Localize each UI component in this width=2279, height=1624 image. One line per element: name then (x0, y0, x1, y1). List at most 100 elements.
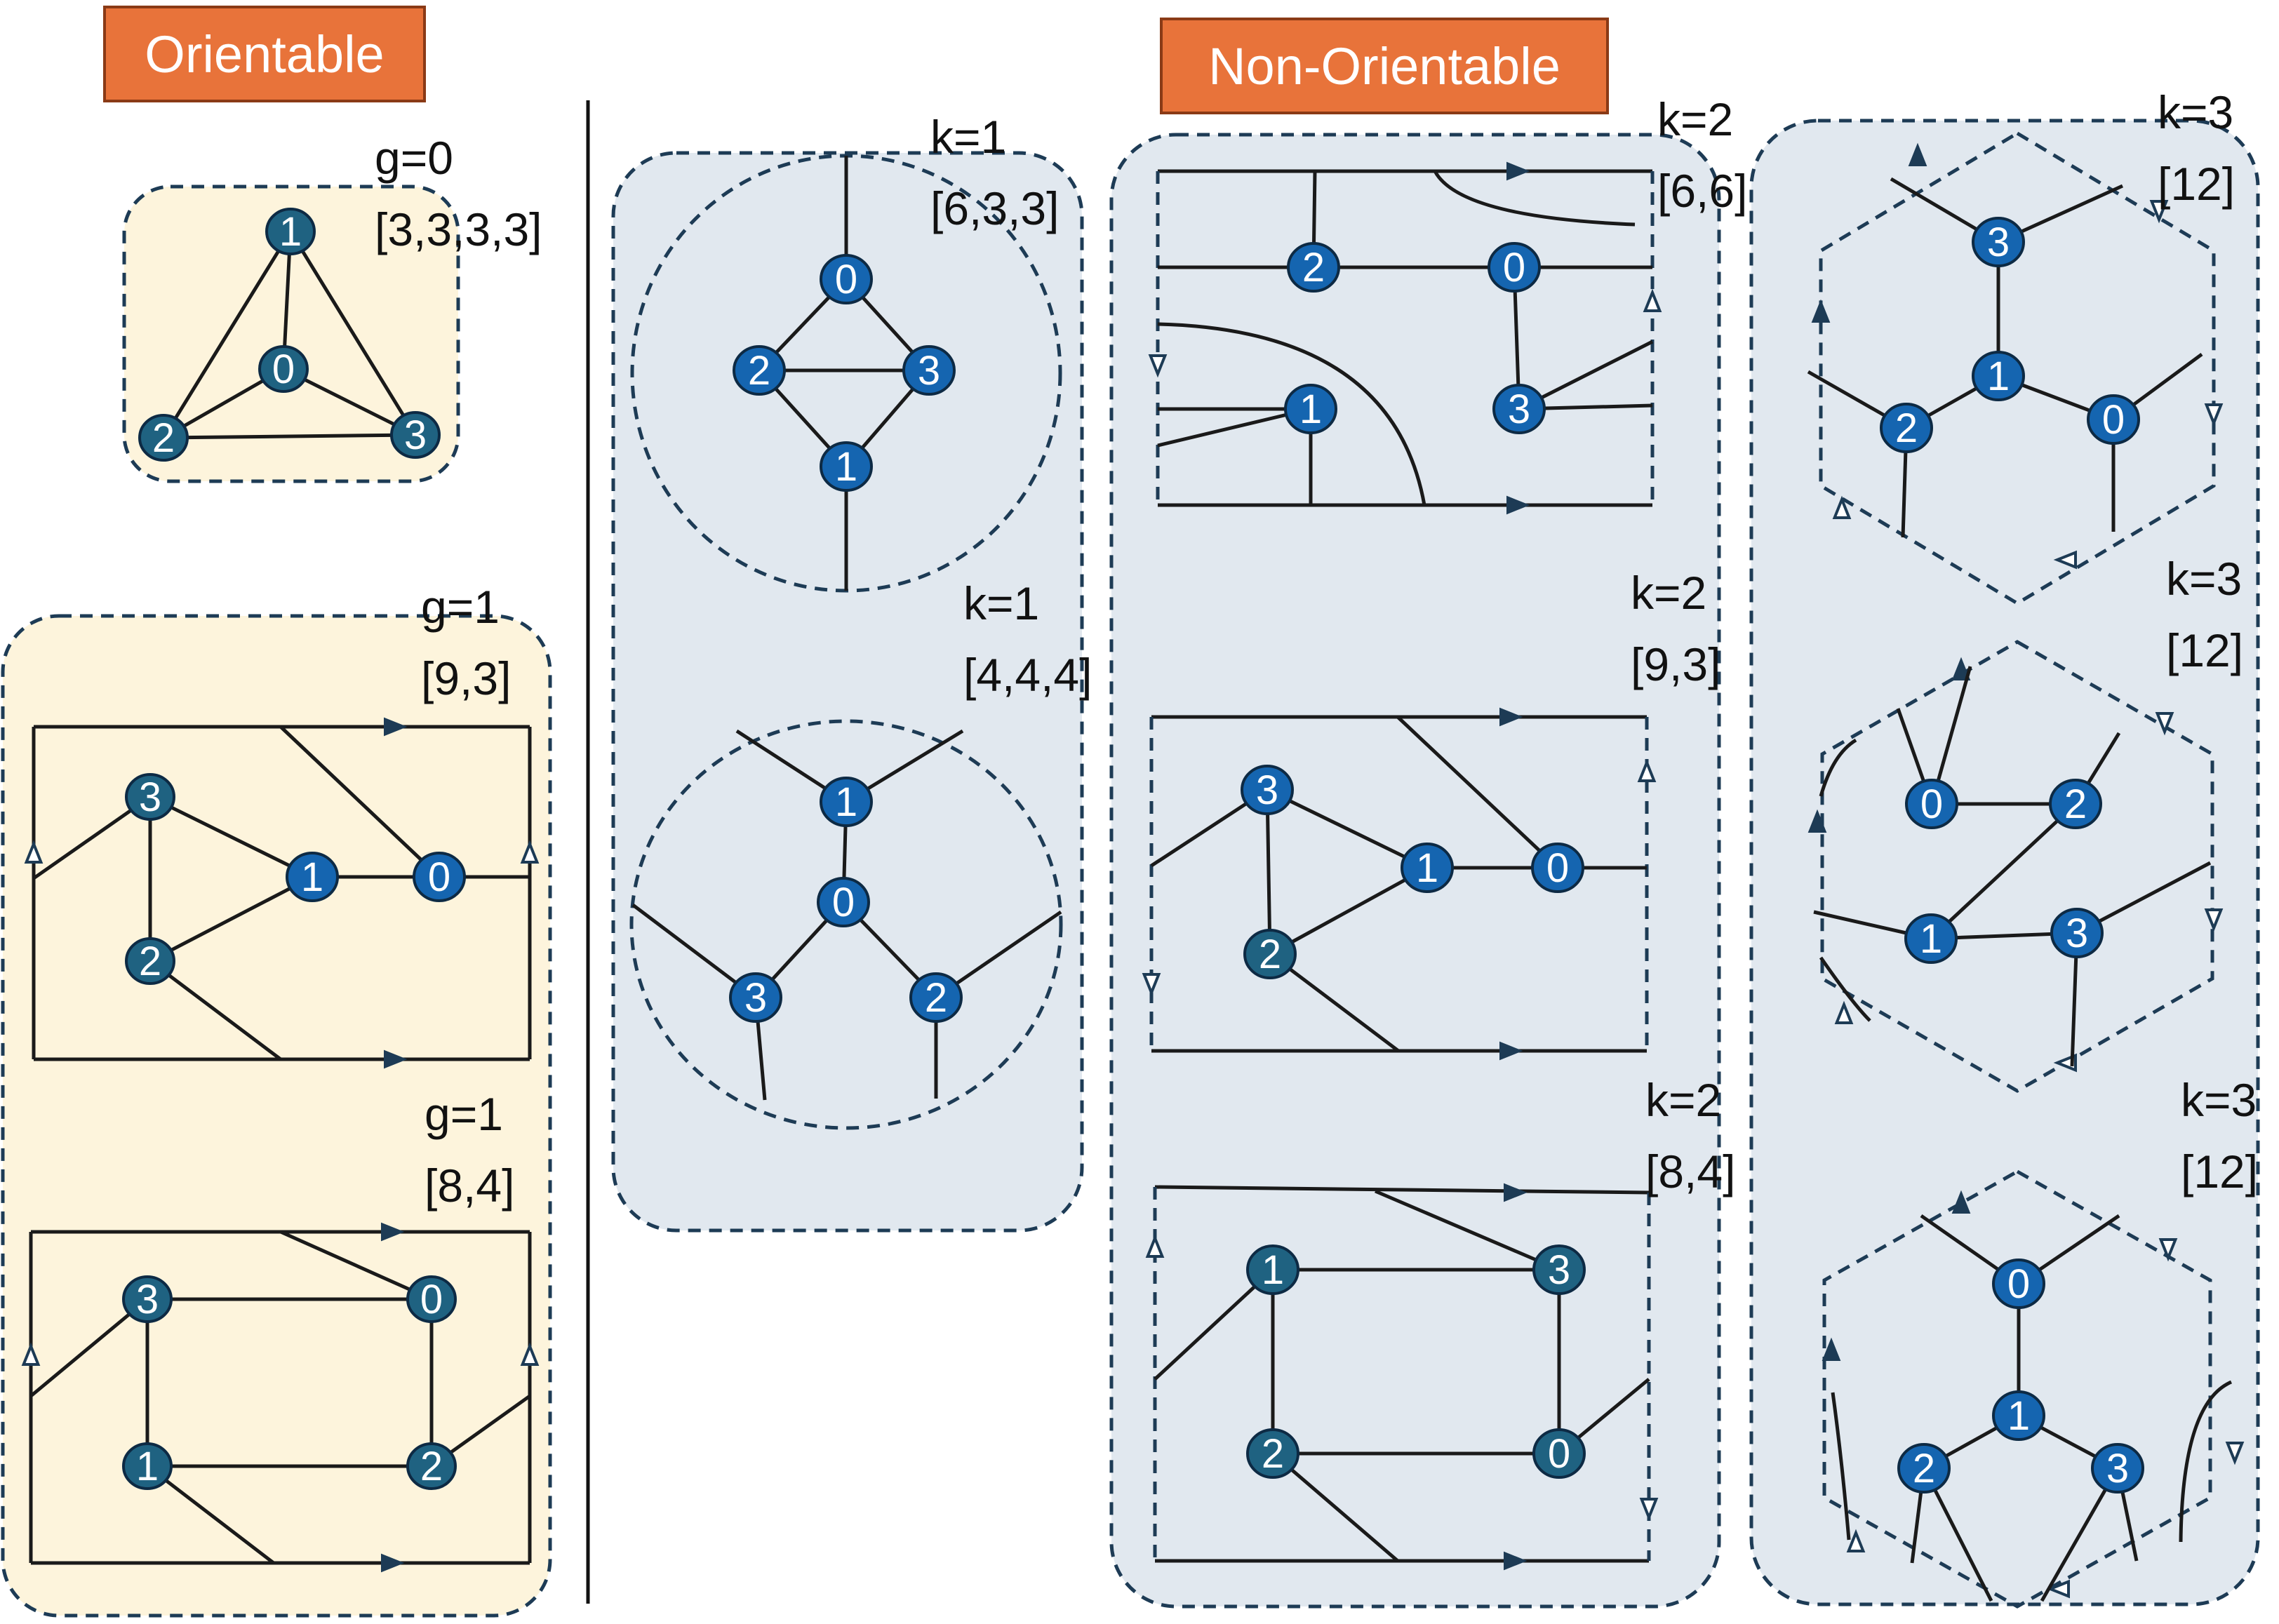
edge-arrow-d (2225, 1442, 2245, 1465)
vertex-label: 1 (835, 444, 857, 490)
edge-arrow-b (2155, 712, 2174, 736)
edge-arrow-left (21, 1342, 41, 1366)
vertex-1: 1 (1972, 351, 2025, 401)
edge-arrow-top (1504, 1183, 1528, 1202)
edge-arrow-d (2204, 908, 2224, 932)
vertex-3: 3 (390, 411, 441, 459)
box-g0 (122, 184, 460, 483)
vertex-label: 2 (152, 415, 175, 461)
edge (1265, 789, 1272, 955)
edge-arrow-top (384, 717, 408, 737)
edge-curve (1819, 738, 1857, 797)
hexagon-boundary (1820, 640, 2214, 1093)
vertex-circle (1246, 1428, 1299, 1479)
label-k3b-name: k=3 (2166, 553, 2243, 605)
vertex-3: 3 (1241, 765, 1294, 815)
vertex-label: 0 (1546, 845, 1569, 891)
vertex-circle (1246, 1244, 1299, 1295)
edge-arrow-d (2204, 403, 2224, 427)
edge-arrow-bottom (381, 1553, 405, 1573)
vertex-circle (1532, 1244, 1586, 1295)
vertex-circle (1992, 1390, 2045, 1441)
label-k2c-name: k=2 (1645, 1074, 1722, 1126)
edge (149, 960, 282, 1061)
edge-curve (1433, 170, 1636, 227)
vertex-0: 0 (1532, 1428, 1586, 1479)
vertex-3: 3 (729, 972, 782, 1023)
vertex-0: 0 (1488, 242, 1541, 293)
vertex-label: 2 (925, 975, 947, 1021)
vertex-1: 1 (820, 777, 873, 827)
edge-arrow-a (1951, 657, 1971, 680)
vertex-circle (286, 852, 339, 902)
vertex-2: 2 (2049, 779, 2102, 829)
vertex-circle (733, 345, 786, 396)
edge-arrow-right (520, 1342, 540, 1366)
vertex-circle (2049, 779, 2102, 829)
vertex-circle (125, 937, 175, 985)
edge-arrow-e (1832, 495, 1852, 519)
vertex-2: 2 (406, 1442, 457, 1490)
edge (288, 230, 417, 436)
edge-curve (2179, 1380, 2233, 1543)
vertex-0: 0 (1992, 1259, 2045, 1309)
edge (149, 795, 314, 879)
vertex-circle (413, 852, 466, 902)
figure-g0: 1 0 2 3 (138, 208, 441, 462)
vertex-label: 3 (918, 348, 940, 394)
vertex-3: 3 (902, 345, 956, 396)
vertex-label: 1 (301, 854, 323, 900)
vertex-1: 1 (286, 852, 339, 902)
vertex-circle (1992, 1259, 2045, 1309)
vertex-label: 2 (2064, 781, 2087, 827)
vertex-circle (265, 208, 316, 255)
edge-arrow-left (1145, 1234, 1165, 1258)
vertex-3: 3 (1532, 1244, 1586, 1295)
vertex-3: 3 (1972, 217, 2025, 267)
edge (1271, 1452, 1399, 1562)
vertex-circle (1531, 843, 1584, 893)
vertex-label: 3 (1548, 1247, 1570, 1293)
non-orientable-header: Non-Orientable (1160, 18, 1609, 114)
label-g1a-name: g=1 (421, 581, 500, 633)
vertex-circle (390, 411, 441, 459)
edge (1396, 716, 1559, 869)
vertex-0: 0 (1905, 779, 1958, 829)
edge (29, 1298, 149, 1397)
vertex-0: 0 (258, 345, 309, 393)
label-k3a-seq: [12] (2158, 158, 2235, 210)
vertex-label: 0 (1920, 781, 1943, 827)
edge-arrow-left (1148, 354, 1168, 378)
vertex-label: 0 (420, 1277, 443, 1322)
vertex-circle (820, 777, 873, 827)
edge-arrow-e (1834, 1000, 1854, 1024)
edge-arrow-c (1822, 1337, 1841, 1361)
vertex-label: 3 (2066, 911, 2088, 956)
edge-arrow-bottom (1506, 495, 1530, 515)
vertex-circle (1492, 384, 1546, 434)
edge-arrow-f (2046, 1579, 2070, 1599)
vertex-circle (122, 1442, 173, 1490)
vertex-label: 0 (2007, 1261, 2030, 1307)
edge-arrow-a (1951, 1190, 1971, 1214)
edge (1154, 1268, 1274, 1381)
vertex-circle (1904, 913, 1958, 964)
vertex-circle (1905, 779, 1958, 829)
vertex-circle (2087, 394, 2140, 445)
vertex-0: 0 (817, 877, 870, 927)
vertex-label: 1 (835, 779, 857, 825)
vertex-1: 1 (265, 208, 316, 255)
vertex-1: 1 (1284, 384, 1337, 434)
vertex-label: 2 (1262, 1431, 1284, 1477)
vertex-2: 2 (733, 345, 786, 396)
vertex-circle (406, 1442, 457, 1490)
label-k3c-name: k=3 (2181, 1074, 2257, 1126)
vertex-0: 0 (2087, 394, 2140, 445)
crosscap-boundary (629, 719, 1063, 1130)
vertex-circle (1241, 765, 1294, 815)
